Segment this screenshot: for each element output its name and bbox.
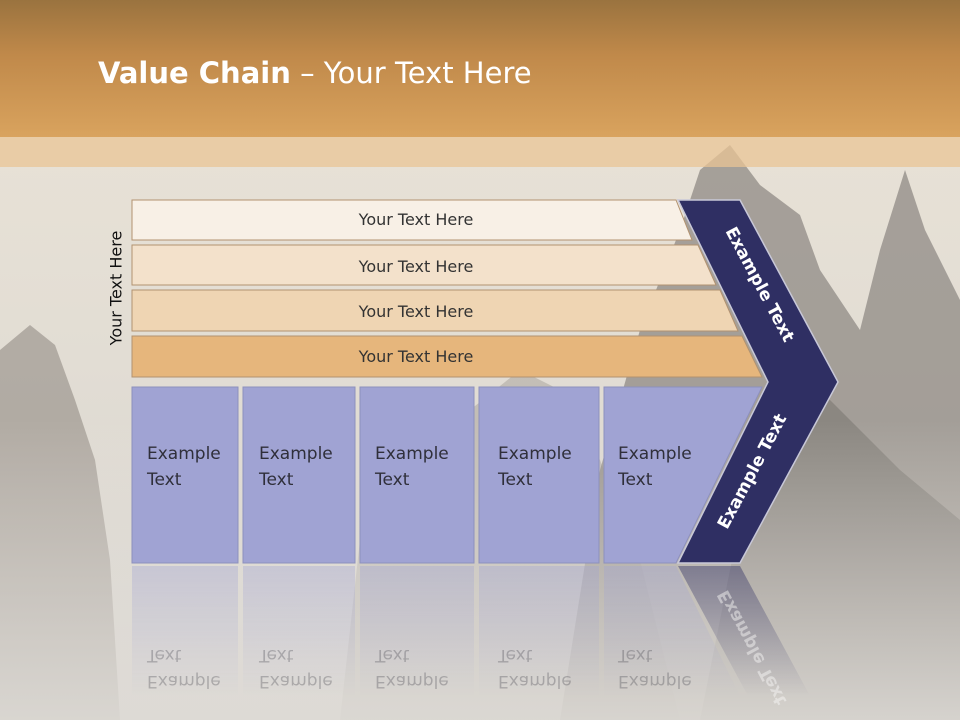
- reflection-chevron: [678, 566, 810, 696]
- primary-box-1: Example Text: [131, 386, 239, 564]
- primary-box-1-line1: Example: [147, 444, 221, 464]
- reflection-box-5-line2: Text: [617, 645, 653, 665]
- primary-box-4-shape: [478, 386, 600, 564]
- primary-box-3: Example Text: [359, 386, 475, 564]
- primary-box-2-line1: Example: [259, 444, 333, 464]
- primary-box-2: Example Text: [242, 386, 356, 564]
- reflection-box-1: [132, 566, 238, 696]
- reflection-box-2-line2: Text: [258, 645, 294, 665]
- primary-box-5: Example Text: [603, 386, 763, 564]
- reflection-box-5: [604, 566, 740, 696]
- support-row-4-label: Your Text Here: [358, 347, 474, 366]
- support-row-4: Your Text Here: [131, 335, 763, 378]
- support-row-2-shape: [131, 244, 717, 286]
- reflection-box-3-line1: Example: [375, 671, 449, 691]
- primary-box-3-shape: [359, 386, 475, 564]
- support-row-1-shape: [131, 199, 693, 241]
- primary-box-3-line1: Example: [375, 444, 449, 464]
- primary-box-4-line1: Example: [498, 444, 572, 464]
- reflection-box-4-line1: Example: [498, 671, 572, 691]
- primary-box-3-line2: Text: [374, 470, 410, 490]
- reflection-box-4: [479, 566, 599, 696]
- reflection-box-2: [243, 566, 355, 696]
- primary-box-5-line1: Example: [618, 444, 692, 464]
- primary-box-1-shape: [131, 386, 239, 564]
- support-row-1: Your Text Here: [131, 199, 693, 241]
- primary-box-2-line2: Text: [258, 470, 294, 490]
- support-row-4-shape: [131, 335, 763, 378]
- reflection-box-4-line2: Text: [497, 645, 533, 665]
- reflection-text: Example Text Example Text Example Text E…: [146, 645, 692, 691]
- title-bold: Value Chain: [98, 56, 291, 90]
- primary-box-5-shape: [603, 386, 763, 564]
- primary-box-4: Example Text: [478, 386, 600, 564]
- support-row-2-label: Your Text Here: [358, 257, 474, 276]
- reflection-box-1-line1: Example: [147, 671, 221, 691]
- reflection-box-1-line2: Text: [146, 645, 182, 665]
- page-title: Value Chain – Your Text Here: [98, 56, 532, 90]
- support-row-3-shape: [131, 289, 739, 332]
- reflection: Example Text Example Text Example Text E…: [132, 566, 810, 708]
- primary-box-5-line2: Text: [617, 470, 653, 490]
- support-row-2: Your Text Here: [131, 244, 717, 286]
- reflection-box-2-line1: Example: [259, 671, 333, 691]
- margin-chevron-shape: [676, 199, 839, 564]
- reflection-box-5-line1: Example: [618, 671, 692, 691]
- support-row-1-label: Your Text Here: [358, 210, 474, 229]
- reflection-box-3: [360, 566, 474, 696]
- primary-box-2-shape: [242, 386, 356, 564]
- title-bar: [0, 0, 960, 137]
- primary-box-1-line2: Text: [146, 470, 182, 490]
- title-rest: – Your Text Here: [290, 56, 532, 90]
- support-row-3-label: Your Text Here: [358, 302, 474, 321]
- title-sub-band: [0, 137, 960, 167]
- primary-box-4-line2: Text: [497, 470, 533, 490]
- reflection-box-3-line2: Text: [374, 645, 410, 665]
- support-row-3: Your Text Here: [131, 289, 739, 332]
- margin-chevron: Example Text Example Text: [676, 199, 839, 564]
